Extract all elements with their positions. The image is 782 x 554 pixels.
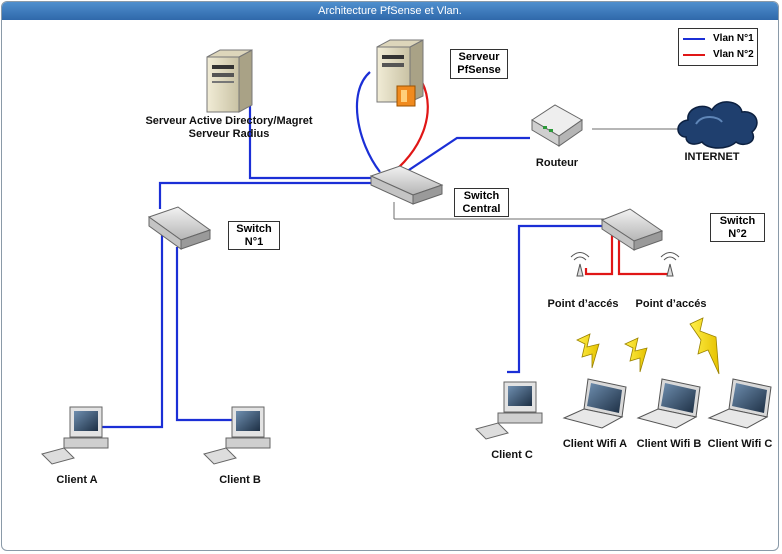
wifi-c-label: Client Wifi C <box>707 438 773 450</box>
switch-central-label: Switch Central <box>454 188 509 217</box>
switch-2-label-line1: Switch <box>719 215 756 227</box>
router-label: Routeur <box>535 157 579 169</box>
wifi-b-laptop-icon[interactable] <box>636 378 701 429</box>
legend: Vlan N°1 Vlan N°2 <box>678 28 758 66</box>
cloud-icon[interactable] <box>677 101 758 149</box>
switch-central-label-line1: Switch <box>463 190 500 202</box>
diagram-title: Architecture PfSense et Vlan. <box>2 2 778 20</box>
wifi-a-laptop-icon[interactable] <box>562 378 627 429</box>
wifi-c-laptop-icon[interactable] <box>707 378 772 429</box>
switch-central-icon[interactable] <box>369 165 444 205</box>
legend-item-vlan2: Vlan N°2 <box>683 48 757 62</box>
client-b-pc-icon[interactable] <box>203 406 271 465</box>
access-point-1-icon[interactable] <box>570 252 590 277</box>
server-pfsense-icon[interactable] <box>376 39 424 107</box>
legend-label-vlan2: Vlan N°2 <box>713 49 754 60</box>
switch-2-label: Switch N°2 <box>710 213 765 242</box>
legend-swatch-vlan1 <box>683 38 705 40</box>
legend-item-vlan1: Vlan N°1 <box>683 32 757 46</box>
router-icon[interactable] <box>531 104 583 147</box>
switch-1-label-line1: Switch <box>236 223 272 235</box>
server-ad-label: Serveur Active Directory/Magret Serveur … <box>139 115 319 141</box>
legend-label-vlan1: Vlan N°1 <box>713 33 754 44</box>
access-point-2-label: Point d’accés <box>635 298 707 310</box>
server-pfsense-label-line1: Serveur <box>458 51 500 63</box>
legend-swatch-vlan2 <box>683 54 705 56</box>
client-c-pc-icon[interactable] <box>475 381 543 440</box>
server-pfsense-label-line2: PfSense <box>457 64 501 76</box>
server-ad-label-line1: Serveur Active Directory/Magret <box>145 115 313 127</box>
vlan1-links <box>102 71 605 429</box>
client-b-label: Client B <box>219 474 261 486</box>
client-c-label: Client C <box>491 449 533 461</box>
server-ad-label-line2: Serveur Radius <box>188 128 270 140</box>
internet-label: INTERNET <box>684 151 740 163</box>
wifi-a-label: Client Wifi A <box>562 438 628 450</box>
server-ad-icon[interactable] <box>206 49 253 113</box>
gray-links <box>393 128 692 220</box>
access-point-2-icon[interactable] <box>660 252 680 277</box>
switch-2-label-line2: N°2 <box>728 228 747 240</box>
client-a-pc-icon[interactable] <box>41 406 109 465</box>
server-pfsense-label: Serveur PfSense <box>450 49 508 79</box>
access-point-1-label: Point d’accés <box>547 298 619 310</box>
client-a-label: Client A <box>56 474 98 486</box>
switch-central-label-line2: Central <box>462 203 501 215</box>
switch-1-icon[interactable] <box>147 206 212 250</box>
switch-1-label-line2: N°1 <box>244 236 264 248</box>
switch-2-icon[interactable] <box>600 208 664 251</box>
lightning-icons <box>576 317 720 375</box>
wifi-b-label: Client Wifi B <box>636 438 702 450</box>
switch-1-label: Switch N°1 <box>228 221 280 250</box>
